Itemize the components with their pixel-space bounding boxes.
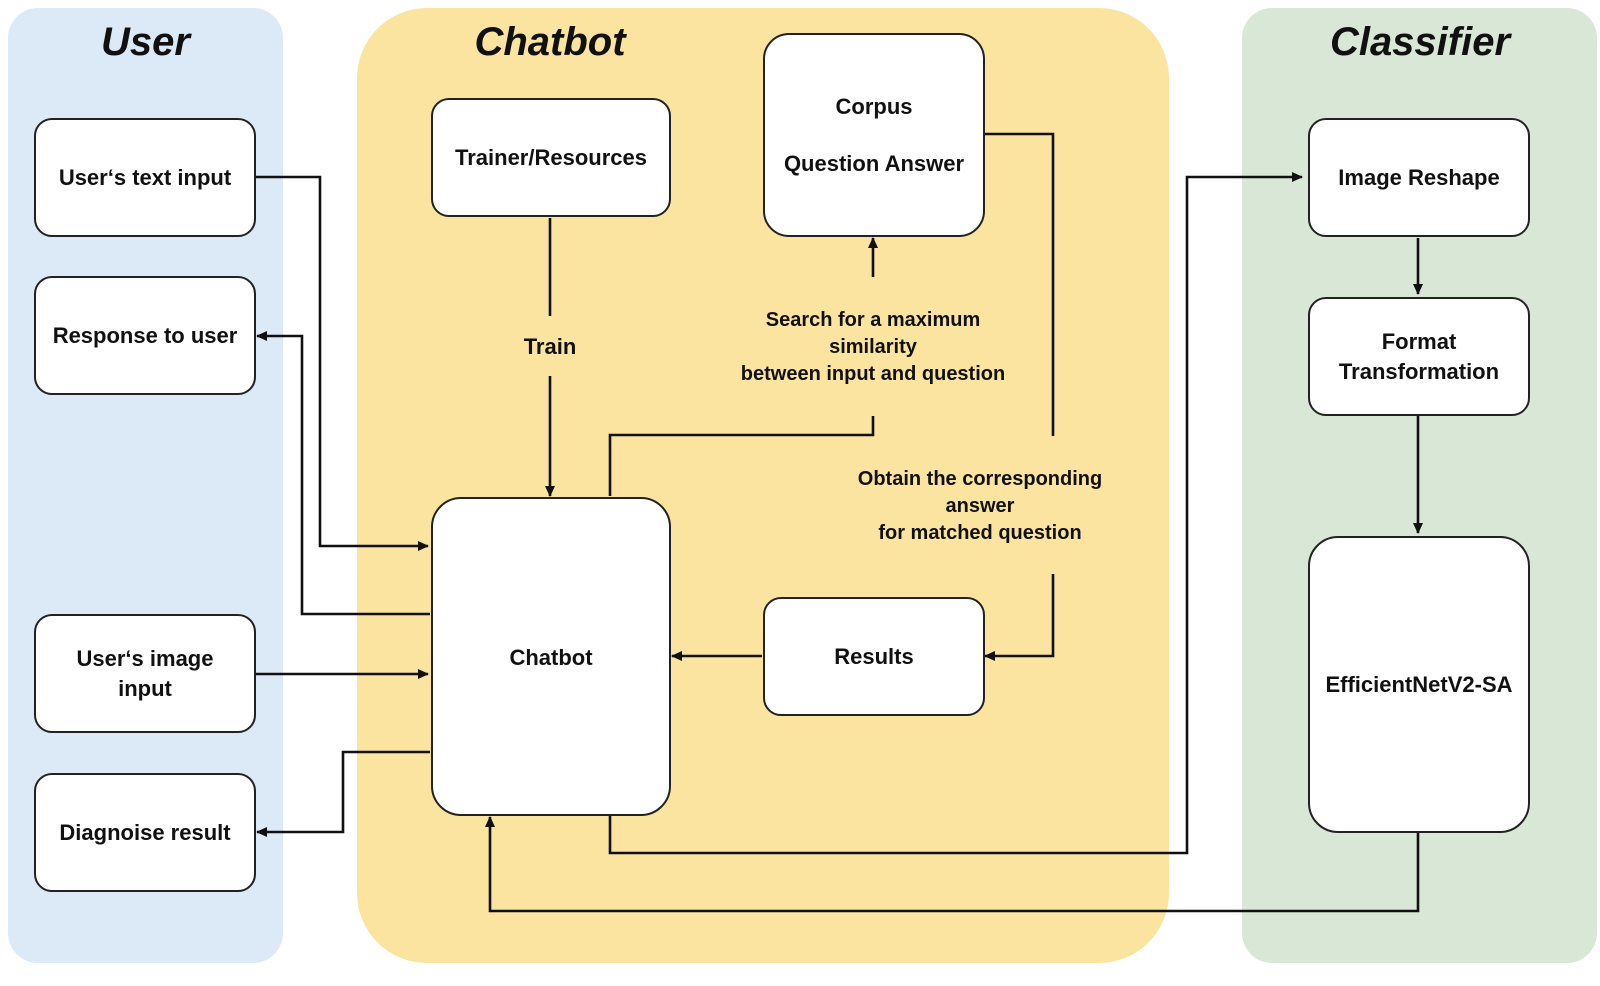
model-to-chatbot-arrow [485, 816, 1420, 913]
image-reshape-label: Image Reshape [1338, 164, 1500, 190]
trainer-resources-box: Trainer/Resources [431, 98, 671, 217]
search-edge-label: Search for a maximum similarity between … [713, 307, 1033, 388]
classifier-lane-title: Classifier [1329, 20, 1511, 64]
response-to-user-label: Response to user [52, 322, 238, 348]
corpus-box: Corpus Question Answer [763, 33, 985, 237]
search-edge-label-line1: Search for a maximum [765, 309, 981, 331]
obtain-arrow [984, 574, 1055, 661]
format-transformation-box: Format Transformation [1308, 297, 1530, 416]
search-edge-label-line3: between input and question [740, 363, 1006, 385]
user-image-input-box: User‘s image input [34, 614, 256, 733]
user-text-input-label: User‘s text input [58, 164, 232, 190]
response-to-user-box: Response to user [34, 276, 256, 395]
diagnose-result-box: Diagnoise result [34, 773, 256, 892]
user-image-input-label-line1: User‘s image [76, 645, 214, 671]
chatbot-lane-title: Chatbot [474, 20, 626, 64]
search-line [608, 416, 875, 496]
format-transformation-label-line1: Format [1381, 328, 1457, 354]
obtain-edge-label-line1: Obtain the corresponding [857, 468, 1103, 490]
to-reshape-arrow [608, 172, 1303, 855]
corpus-label: Corpus [835, 93, 913, 119]
results-label: Results [834, 643, 914, 669]
question-answer-label: Question Answer [783, 151, 965, 176]
format-transformation-label-line2: Transformation [1338, 358, 1500, 384]
obtain-edge-label: Obtain the corresponding answer for matc… [820, 466, 1140, 547]
obtain-edge-label-line3: for matched question [878, 522, 1082, 544]
diagnose-arrow [256, 750, 430, 837]
response-arrow [256, 331, 430, 616]
trainer-resources-label: Trainer/Resources [455, 144, 647, 170]
user-image-input-label-line2: input [118, 675, 172, 701]
search-edge-label-line2: similarity [829, 336, 917, 358]
results-box: Results [763, 597, 985, 716]
chatbot-core-box: Chatbot [431, 497, 671, 816]
efficientnet-model-box: EfficientNetV2-SA [1308, 536, 1530, 833]
efficientnet-model-label: EfficientNetV2-SA [1325, 671, 1513, 697]
diagnose-result-label: Diagnoise result [59, 819, 231, 845]
train-edge-label: Train [523, 334, 577, 359]
obtain-edge-label-line2: answer [945, 495, 1015, 517]
image-reshape-box: Image Reshape [1308, 118, 1530, 237]
user-lane-title: User [101, 20, 190, 64]
user-text-input-box: User‘s text input [34, 118, 256, 237]
text-input-arrow [255, 175, 429, 551]
obtain-line-top [985, 132, 1055, 436]
chatbot-core-label: Chatbot [509, 645, 593, 670]
